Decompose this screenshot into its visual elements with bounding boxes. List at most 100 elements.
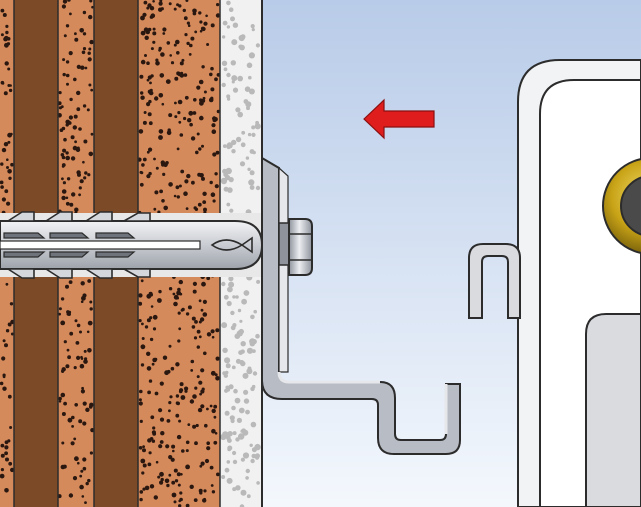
plaster-dot xyxy=(253,309,257,314)
speckle xyxy=(211,335,215,339)
speckle xyxy=(211,490,216,494)
plaster-dot xyxy=(245,468,250,474)
speckle xyxy=(172,449,175,453)
plaster-dot xyxy=(233,388,238,394)
speckle xyxy=(62,181,66,185)
speckle xyxy=(157,475,161,479)
plaster-dot xyxy=(226,300,232,307)
speckle xyxy=(158,408,163,413)
plaster-dot xyxy=(224,388,229,393)
speckle xyxy=(170,457,175,462)
speckle xyxy=(67,0,71,2)
speckle xyxy=(198,380,203,385)
speckle xyxy=(198,299,202,303)
speckle xyxy=(171,492,177,498)
speckle xyxy=(158,1,163,6)
speckle xyxy=(210,87,215,92)
speckle xyxy=(199,20,203,24)
plaster-dot xyxy=(239,504,245,507)
speckle xyxy=(65,284,69,289)
speckle xyxy=(62,0,68,4)
speckle xyxy=(168,344,172,348)
plaster-dot xyxy=(231,75,238,82)
speckle xyxy=(65,151,69,155)
plaster-dot xyxy=(251,132,256,137)
plaster-dot xyxy=(226,25,231,29)
speckle xyxy=(82,421,87,426)
plaster-dot xyxy=(232,459,238,465)
speckle xyxy=(9,426,13,429)
plaster-dot xyxy=(231,405,236,411)
speckle xyxy=(214,432,218,435)
speckle xyxy=(142,120,147,125)
speckle xyxy=(214,172,218,176)
speckle xyxy=(65,123,69,127)
speckle xyxy=(88,83,92,87)
plaster-dot xyxy=(223,294,229,300)
arrow-left-icon xyxy=(363,98,435,140)
plaster-dot xyxy=(224,174,231,181)
speckle xyxy=(82,293,87,298)
plaster-dot xyxy=(250,421,257,428)
speckle xyxy=(193,206,197,210)
speckle xyxy=(138,319,142,323)
speckle xyxy=(161,199,165,203)
speckle xyxy=(211,408,216,414)
speckle xyxy=(6,166,9,169)
plaster-dot xyxy=(227,438,232,443)
speckle xyxy=(191,180,195,185)
speckle xyxy=(142,157,147,162)
plaster-dot xyxy=(243,389,249,395)
speckle xyxy=(189,399,195,404)
speckle xyxy=(146,150,150,154)
speckle xyxy=(184,179,189,184)
speckle xyxy=(80,389,85,394)
speckle xyxy=(142,487,146,491)
speckle xyxy=(7,84,11,87)
plaster-dot xyxy=(237,75,243,82)
speckle xyxy=(168,113,173,118)
plaster-dot xyxy=(231,365,236,370)
speckle xyxy=(7,140,11,144)
speckle xyxy=(83,176,87,180)
speckle xyxy=(168,182,173,187)
speckle xyxy=(178,120,182,124)
speckle xyxy=(152,327,157,331)
speckle xyxy=(5,30,9,35)
speckle xyxy=(65,119,70,125)
speckle xyxy=(174,479,179,483)
speckle xyxy=(210,23,215,28)
plaster-dot xyxy=(240,34,246,40)
speckle xyxy=(71,415,75,420)
speckle xyxy=(187,305,192,310)
plaster-dot xyxy=(246,494,251,499)
plaster-dot xyxy=(222,347,228,353)
speckle xyxy=(0,473,5,479)
radiator-valve xyxy=(602,158,641,254)
speckle xyxy=(210,329,215,334)
speckle xyxy=(78,186,82,190)
speckle xyxy=(188,110,194,116)
plaster-dot xyxy=(227,431,233,437)
speckle xyxy=(147,112,152,117)
speckle xyxy=(153,157,156,161)
speckle xyxy=(0,381,4,386)
plaster-dot xyxy=(221,475,226,479)
speckle xyxy=(77,461,80,465)
plaster-dot xyxy=(222,431,229,438)
plaster-dot xyxy=(221,60,228,66)
plaster-dot xyxy=(235,136,242,143)
speckle xyxy=(203,21,208,26)
speckle xyxy=(149,81,152,85)
speckle xyxy=(69,202,74,207)
plaster-dot xyxy=(226,144,231,150)
speckle xyxy=(177,99,183,105)
speckle xyxy=(10,332,14,336)
speckle xyxy=(184,33,188,37)
plaster-dot xyxy=(225,363,231,369)
plaster-dot xyxy=(224,357,231,364)
speckle xyxy=(89,39,94,45)
speckle xyxy=(193,336,198,340)
speckle xyxy=(181,449,185,453)
